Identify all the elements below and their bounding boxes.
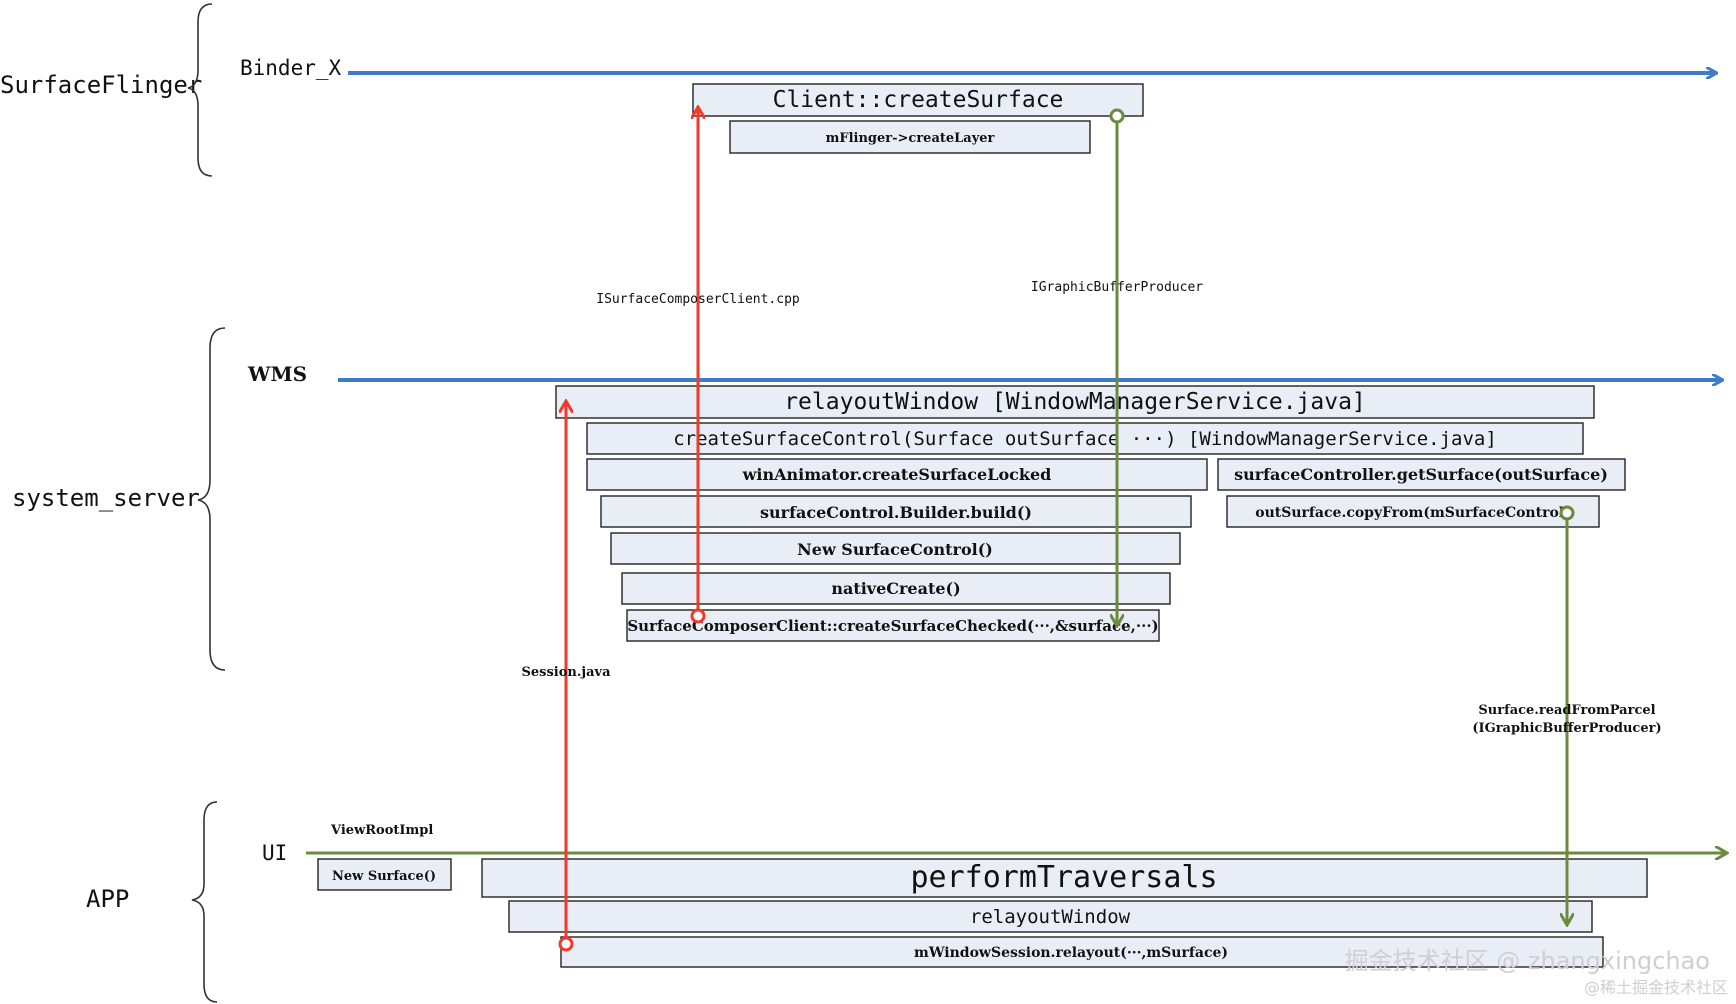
brace-app: [191, 801, 218, 1003]
box-client-create-surface: [692, 83, 1144, 117]
group-label-system-server: system_server: [12, 484, 200, 512]
box-native-create-label: nativeCreate(): [831, 579, 960, 598]
box-relayout-window-app-label: relayoutWindow: [970, 906, 1131, 928]
box-perform-traversals-label: performTraversals: [910, 860, 1217, 895]
brace-surfaceflinger: [187, 3, 213, 177]
thread-label-ui: UI: [262, 841, 287, 865]
box-perform-traversals: [481, 858, 1648, 898]
box-get-surface: [1217, 458, 1626, 491]
arrow-session-origin: [558, 936, 574, 952]
brace-system-server: [197, 327, 226, 671]
arrow-label-igraphic-buffer-producer: IGraphicBufferProducer: [1031, 280, 1203, 295]
box-native-create: [621, 572, 1171, 605]
group-label-app: APP: [86, 885, 129, 913]
group-label-surfaceflinger: SurfaceFlinger: [0, 71, 202, 99]
box-win-animator: [586, 458, 1208, 491]
box-relayout-window-app: [508, 900, 1593, 933]
box-copy-from-label: outSurface.copyFrom(mSurfaceControl): [1255, 505, 1570, 521]
box-create-layer: [729, 120, 1091, 154]
arrow-label-isurface-composer-client: ISurfaceComposerClient.cpp: [596, 292, 800, 307]
box-create-layer-label: mFlinger->createLayer: [826, 131, 995, 146]
arrow-composer-client-origin: [690, 608, 706, 624]
box-builder-build-label: surfaceControl.Builder.build(): [760, 503, 1032, 522]
box-win-animator-label: winAnimator.createSurfaceLocked: [742, 465, 1052, 484]
arrow-label-read-from-parcel-type: (IGraphicBufferProducer): [1472, 721, 1661, 736]
box-new-surface: [317, 858, 452, 891]
thread-label-viewrootimpl: ViewRootImpl: [330, 823, 433, 838]
box-create-surface-control-label: createSurfaceControl(Surface outSurface …: [673, 428, 1497, 450]
box-new-surface-label: New Surface(): [332, 869, 436, 884]
watermark-sub: @稀土掘金技术社区: [1584, 978, 1728, 997]
box-copy-from: [1226, 495, 1600, 528]
watermark-main: 掘金技术社区 @ zhangxingchao: [1345, 947, 1710, 975]
box-relayout-window-wms: [555, 385, 1595, 419]
thread-label-binder: Binder_X: [240, 56, 342, 80]
arrow-label-session-java: Session.java: [522, 665, 612, 680]
box-new-surface-control: [610, 532, 1181, 565]
box-create-surface-control: [586, 422, 1584, 455]
thread-label-wms: WMS: [247, 362, 307, 386]
box-create-surface-checked-label: SurfaceComposerClient::createSurfaceChec…: [627, 617, 1158, 635]
box-create-surface-checked: [626, 609, 1160, 642]
arrow-read-from-parcel-origin: [1559, 505, 1575, 521]
box-get-surface-label: surfaceController.getSurface(outSurface): [1234, 465, 1608, 484]
arrow-label-read-from-parcel: Surface.readFromParcel: [1478, 703, 1655, 718]
box-relayout-window-wms-label: relayoutWindow [WindowManagerService.jav…: [784, 389, 1366, 415]
box-session-relayout: [560, 936, 1604, 968]
box-client-create-surface-label: Client::createSurface: [773, 87, 1064, 113]
box-new-surface-control-label: New SurfaceControl(): [797, 540, 993, 559]
box-session-relayout-label: mWindowSession.relayout(···,mSurface): [914, 945, 1228, 961]
arrow-buffer-producer-origin: [1109, 108, 1125, 124]
